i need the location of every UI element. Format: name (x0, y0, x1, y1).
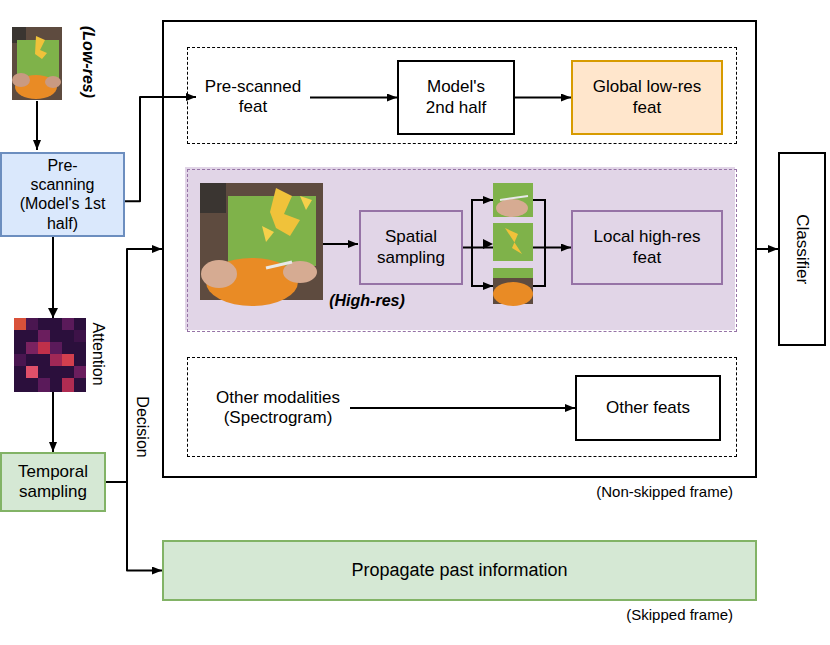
input-text: Other modalities (Spectrogram) (206, 381, 350, 435)
connector (106, 482, 162, 571)
connector (515, 97, 571, 99)
feature-box: Global low-res feat (571, 60, 723, 135)
node-text: Spatial sampling (369, 227, 453, 268)
branch-line (472, 244, 493, 286)
process-box: Propagate past information(Skipped frame… (162, 540, 757, 601)
input-arrow (323, 243, 358, 245)
group-box: Other modalities (Spectrogram) Other feat… (187, 357, 737, 457)
low-res-frame (12, 27, 62, 100)
crop-patch (493, 183, 533, 217)
node-text: Temporal sampling (8, 462, 98, 503)
group-box: Spatial sampling Local high-res feat (187, 169, 737, 332)
process-box: Spatial sampling (359, 210, 463, 285)
feature-box: Other feats (575, 375, 721, 441)
image-label: Attention (89, 322, 107, 385)
classifier-box: Classifier (778, 152, 826, 346)
connector (310, 97, 397, 99)
node-text: Pre-scanned feat (196, 77, 310, 118)
arrow-head (483, 239, 493, 249)
high-res-frame (200, 183, 323, 306)
merge-line (533, 200, 545, 286)
attention-map (14, 318, 86, 392)
region-fill (185, 167, 735, 330)
node-text: Propagate past information (351, 560, 567, 582)
image-label: (High-res) (329, 292, 405, 310)
edge-label: Decision (133, 394, 151, 459)
group-box: Pre-scanned feat Model's 2nd half Global l… (187, 47, 737, 144)
feature-box: Local high-res feat (571, 210, 723, 285)
connector (125, 97, 196, 201)
connector (106, 249, 162, 482)
node-text: Local high-res feat (581, 227, 713, 268)
node-text: Other modalities (Spectrogram) (206, 388, 350, 429)
crop-patch (493, 268, 533, 306)
process-box: Pre-scanning (Model's 1st half) (0, 152, 125, 237)
connector (757, 248, 778, 250)
input-arrow (36, 101, 38, 150)
process-box: Model's 2nd half (397, 60, 515, 135)
process-box: Temporal sampling (0, 452, 106, 512)
node-text: Model's 2nd half (416, 77, 496, 118)
connector (350, 407, 575, 409)
node-text: Pre-scanning (Model's 1st half) (18, 156, 107, 233)
frame-caption: (Skipped frame) (626, 606, 733, 624)
crop-patch (493, 223, 533, 261)
node-text: Global low-res feat (583, 77, 711, 118)
image-label: (Low-res) (79, 26, 97, 98)
feature-text: Pre-scanned feat (196, 71, 310, 123)
frame-box: (Non-skipped frame)Pre-scanned featModel… (162, 20, 757, 478)
node-text: Classifier (792, 214, 812, 284)
node-text: Other feats (606, 398, 690, 418)
branch-line (472, 200, 493, 244)
frame-caption: (Non-skipped frame) (596, 483, 733, 500)
arrow-head (48, 308, 58, 318)
